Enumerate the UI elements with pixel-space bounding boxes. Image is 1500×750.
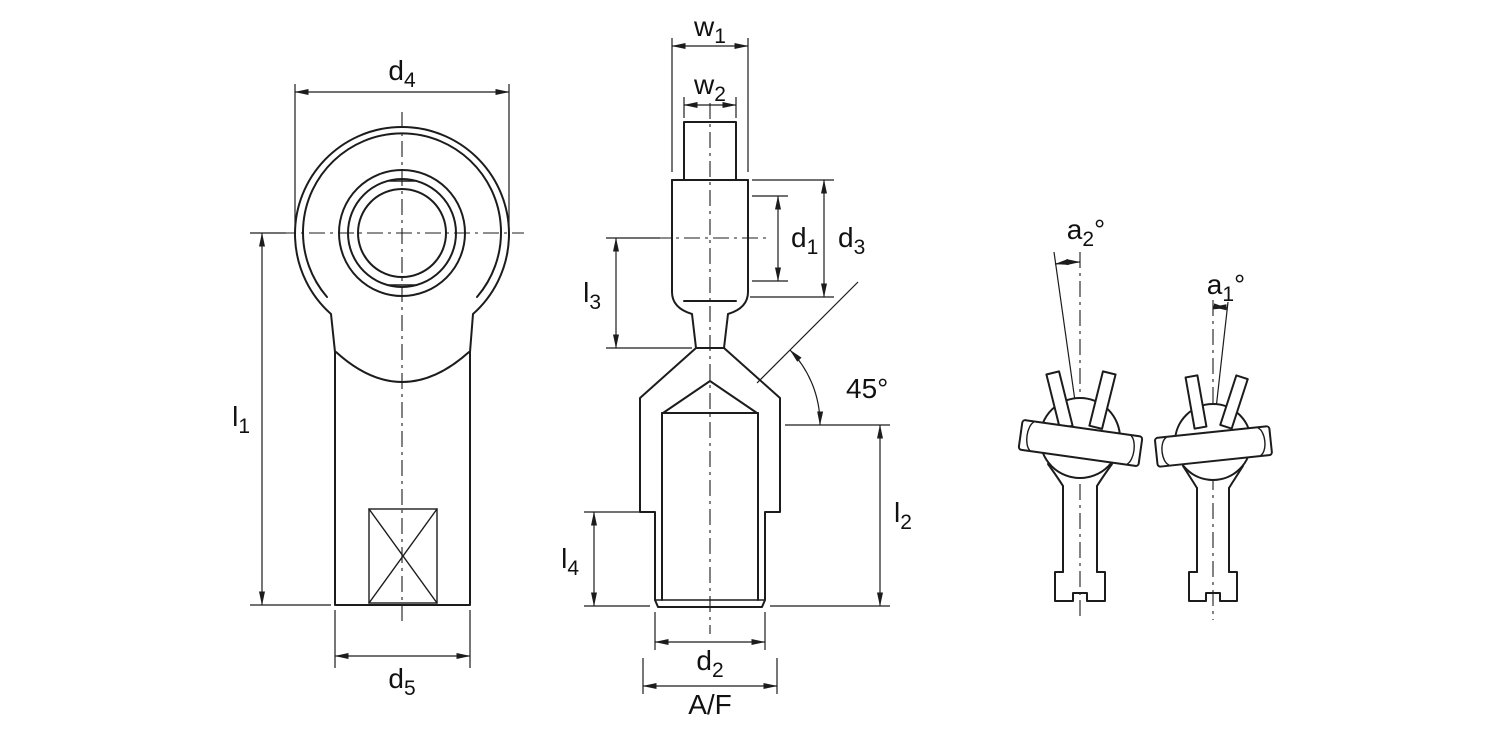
a2-neck-left: [1047, 463, 1064, 487]
dim-angle-45: 45°: [756, 281, 888, 426]
a2-stud-right: [1088, 370, 1117, 430]
front-view: d4 l1 d5: [232, 55, 524, 700]
misalignment-view-a2: a2°: [1017, 214, 1144, 620]
a2-pivot-bar: [1017, 419, 1144, 467]
a1-stud-right: [1219, 374, 1249, 430]
dim-d5: d5: [334, 610, 471, 700]
dim-label-af: A/F: [688, 689, 732, 720]
front-body-outline: [294, 125, 510, 606]
dim-w1: w1: [671, 11, 749, 172]
side-body-outline: [639, 121, 781, 608]
dim-label-l2: l2: [894, 497, 912, 534]
dim-label-a1: a1°: [1207, 269, 1245, 306]
a1-pivot-bar: [1154, 425, 1273, 468]
dim-d4: d4: [294, 55, 510, 225]
dim-label-d5: d5: [388, 663, 415, 700]
dim-l2: l2: [770, 424, 912, 607]
dim-label-d1: d1: [791, 222, 818, 259]
a2-foot: [1054, 571, 1106, 602]
dim-w2: w2: [683, 69, 737, 118]
thread-zone-diagonal-2: [368, 508, 438, 604]
a1-angle-arc: [1212, 303, 1228, 311]
dim-label-d4: d4: [388, 55, 416, 92]
dim-label-d2: d2: [696, 645, 723, 682]
dim-label-l1: l1: [232, 401, 250, 438]
misalignment-view-a1: a1°: [1154, 269, 1273, 620]
dim-l4: l4: [561, 511, 650, 607]
ball-bore-circle: [357, 188, 447, 278]
dim-label-45: 45°: [846, 373, 888, 404]
dim-l3: l3: [583, 237, 692, 349]
a2-neck-right: [1096, 463, 1113, 487]
side-view: w1 w2 d1 d3 l3: [561, 11, 912, 720]
dim-label-w1: w1: [693, 11, 726, 48]
dim-d1: d1: [752, 195, 818, 282]
ball-outer-circle: [347, 178, 457, 288]
front-neck-blend-curve: [335, 351, 470, 383]
front-head-inner-contour: [302, 132, 502, 298]
dim-label-w2: w2: [693, 69, 726, 106]
dim-label-a2: a2°: [1067, 214, 1105, 251]
a1-neck-right: [1228, 465, 1244, 489]
socket-cone: [662, 380, 758, 414]
a1-neck-left: [1182, 465, 1198, 489]
ball-housing-ring: [338, 169, 466, 297]
a1-foot: [1188, 571, 1238, 602]
dim-label-l3: l3: [583, 277, 601, 314]
dim-label-d3: d3: [838, 222, 865, 259]
a1-stud-left: [1184, 374, 1208, 430]
dim-af: A/F: [642, 658, 778, 720]
dim-d2: d2: [654, 612, 766, 682]
dim-label-l4: l4: [561, 543, 579, 580]
a2-angle-arc: [1054, 259, 1081, 266]
thread-zone-box: [368, 508, 438, 604]
dim-l1: l1: [232, 232, 331, 606]
dim-d3: d3: [750, 179, 865, 298]
